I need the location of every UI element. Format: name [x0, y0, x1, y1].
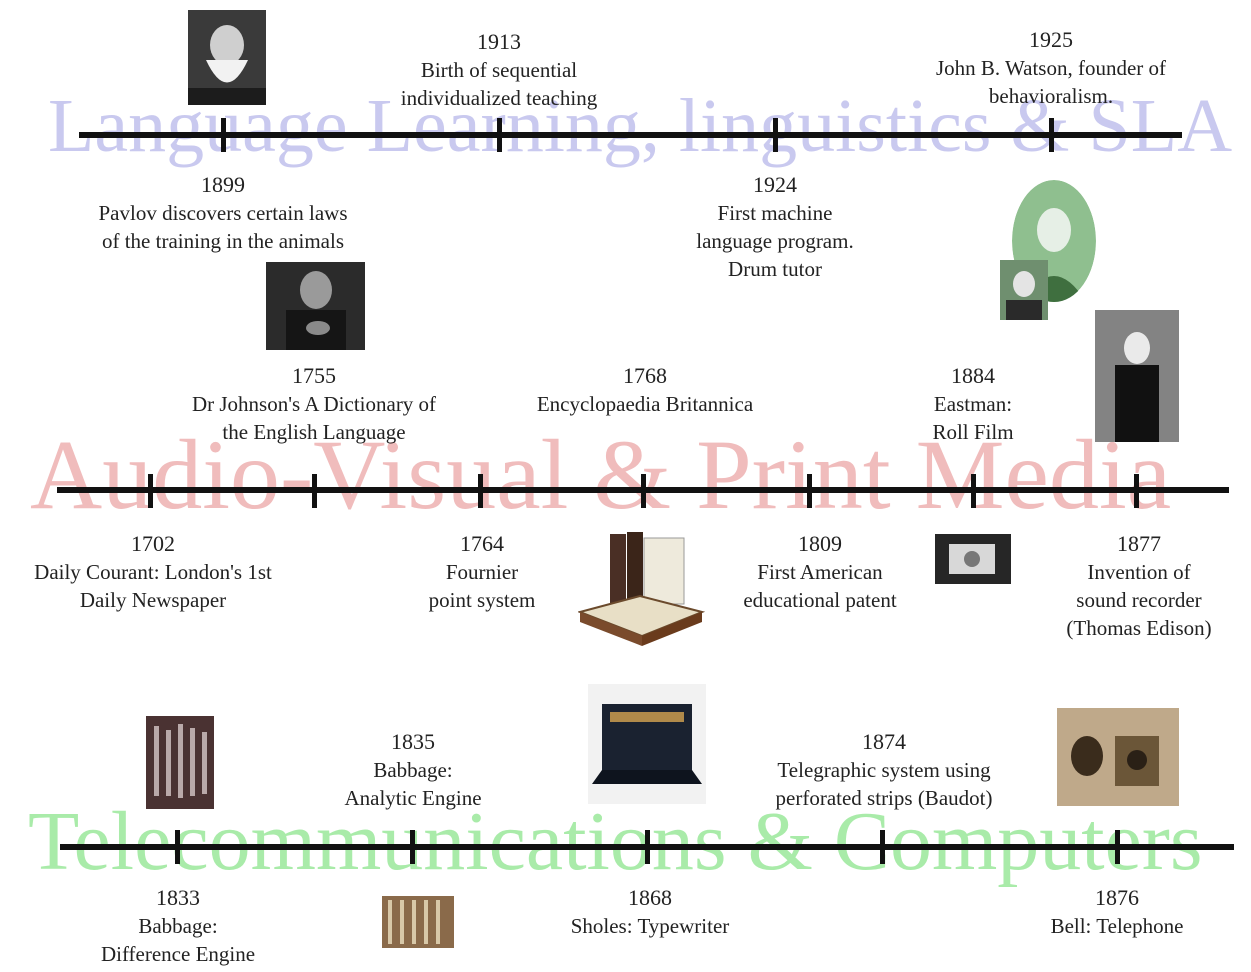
- event-text-line: Fournier: [445, 560, 519, 584]
- event-year: 1924: [752, 172, 797, 197]
- typewriter-image: [588, 684, 706, 804]
- analytic-engine-image: [376, 884, 460, 958]
- event-year: 1764: [459, 531, 504, 556]
- tick-1913: [497, 118, 502, 152]
- event-label-1768: 1768 Encyclopaedia Britannica: [537, 362, 753, 418]
- event-label-1702: 1702 Daily Courant: London's 1st Daily N…: [34, 530, 272, 614]
- event-text-line: Analytic Engine: [344, 786, 482, 810]
- tick-1884: [971, 474, 976, 508]
- tick-1925: [1049, 118, 1054, 152]
- event-year: 1884: [950, 363, 995, 388]
- event-year: 1899: [201, 172, 245, 197]
- event-year: 1809: [797, 531, 842, 556]
- event-text-line: Birth of sequential: [420, 58, 578, 82]
- portrait-photo-small-man: [1000, 260, 1048, 320]
- event-label-1924: 1924 First machine language program. Dru…: [696, 171, 853, 283]
- event-label-1925: 1925 John B. Watson, founder of behavior…: [936, 26, 1166, 110]
- event-text-line: Eastman:: [933, 392, 1013, 416]
- event-year: 1835: [390, 729, 435, 754]
- event-label-1877: 1877 Invention of sound recorder (Thomas…: [1066, 530, 1211, 642]
- portrait-photo-pavlov: [266, 262, 365, 350]
- event-text-line: sound recorder: [1076, 588, 1202, 612]
- event-year: 1874: [862, 729, 906, 754]
- difference-engine-image: [146, 716, 214, 809]
- tick-1835: [410, 830, 415, 864]
- event-label-1874: 1874 Telegraphic system using perforated…: [776, 728, 993, 812]
- event-label-1876: 1876 Bell: Telephone: [1051, 884, 1184, 940]
- event-year: 1925: [1028, 27, 1073, 52]
- event-text-line: (Thomas Edison): [1066, 616, 1212, 640]
- event-text-line: language program.: [696, 229, 854, 253]
- event-text-line: John B. Watson, founder of: [935, 56, 1167, 80]
- tick-1833: [175, 830, 180, 864]
- row-title-telecom: Telecommunications & Computers: [28, 795, 1203, 888]
- event-year: 1768: [622, 363, 667, 388]
- tick-1874: [880, 830, 885, 864]
- portrait-photo-edison: [1095, 310, 1179, 442]
- event-label-1764: 1764 Fournier point system: [429, 530, 536, 614]
- event-text-line: Roll Film: [932, 420, 1014, 444]
- event-label-1835: 1835 Babbage: Analytic Engine: [344, 728, 481, 812]
- event-text-line: Sholes: Typewriter: [570, 914, 730, 938]
- event-text-line: Babbage:: [138, 914, 218, 938]
- tick-1755: [312, 474, 317, 508]
- event-label-1833: 1833 Babbage: Difference Engine: [101, 884, 255, 968]
- event-label-1884: 1884 Eastman: Roll Film: [932, 362, 1013, 446]
- event-label-1868: 1868 Sholes: Typewriter: [571, 884, 730, 940]
- event-text-line: educational patent: [743, 588, 897, 612]
- event-label-1913: 1913 Birth of sequential individualized …: [401, 28, 598, 112]
- event-year: 1877: [1116, 531, 1161, 556]
- event-year: 1913: [477, 29, 521, 54]
- event-label-1755: 1755 Dr Johnson's A Dictionary of the En…: [192, 362, 436, 446]
- timeline-axis-language: [79, 132, 1182, 138]
- event-text-line: Drum tutor: [728, 257, 822, 281]
- tick-1899: [221, 118, 226, 152]
- event-year: 1876: [1095, 885, 1139, 910]
- telephone-bell-image: [1057, 708, 1179, 806]
- event-text-line: Invention of: [1087, 560, 1191, 584]
- event-label-1809: 1809 First American educational patent: [743, 530, 896, 614]
- event-text-line: Babbage:: [373, 758, 453, 782]
- event-text-line: First machine: [717, 201, 833, 225]
- event-text-line: behavioralism.: [988, 84, 1114, 108]
- tick-1764: [478, 474, 483, 508]
- event-text-line: Bell: Telephone: [1050, 914, 1184, 938]
- event-year: 1702: [131, 531, 175, 556]
- tick-1868: [645, 830, 650, 864]
- event-year: 1868: [627, 885, 672, 910]
- event-label-1899: 1899 Pavlov discovers certain laws of th…: [98, 171, 347, 255]
- event-text-line: point system: [428, 588, 536, 612]
- portrait-photo-bearded-man: [188, 10, 266, 105]
- event-text-line: individualized teaching: [400, 86, 598, 110]
- tick-1809: [807, 474, 812, 508]
- event-text-line: Daily Newspaper: [79, 588, 227, 612]
- tick-1768: [641, 474, 646, 508]
- event-text-line: Daily Courant: London's 1st: [34, 560, 272, 584]
- row-title-media: Audio-Visual & Print Media: [30, 419, 1172, 530]
- event-text-line: Difference Engine: [100, 942, 256, 966]
- tick-1702: [148, 474, 153, 508]
- event-year: 1833: [156, 885, 200, 910]
- tick-1924: [773, 118, 778, 152]
- event-year: 1755: [291, 363, 336, 388]
- tick-1876: [1115, 830, 1120, 864]
- tick-1877: [1134, 474, 1139, 508]
- event-text-line: Dr Johnson's A Dictionary of: [191, 392, 437, 416]
- event-text-line: perforated strips (Baudot): [775, 786, 993, 810]
- event-text-line: First American: [757, 560, 883, 584]
- roll-film-camera-image: [935, 534, 1011, 584]
- event-text-line: Telegraphic system using: [777, 758, 991, 782]
- event-text-line: Encyclopaedia Britannica: [536, 392, 754, 416]
- event-text-line: the English Language: [222, 420, 406, 444]
- event-text-line: Pavlov discovers certain laws: [98, 201, 348, 225]
- encyclopedia-books-image: [578, 528, 706, 653]
- event-text-line: of the training in the animals: [101, 229, 345, 253]
